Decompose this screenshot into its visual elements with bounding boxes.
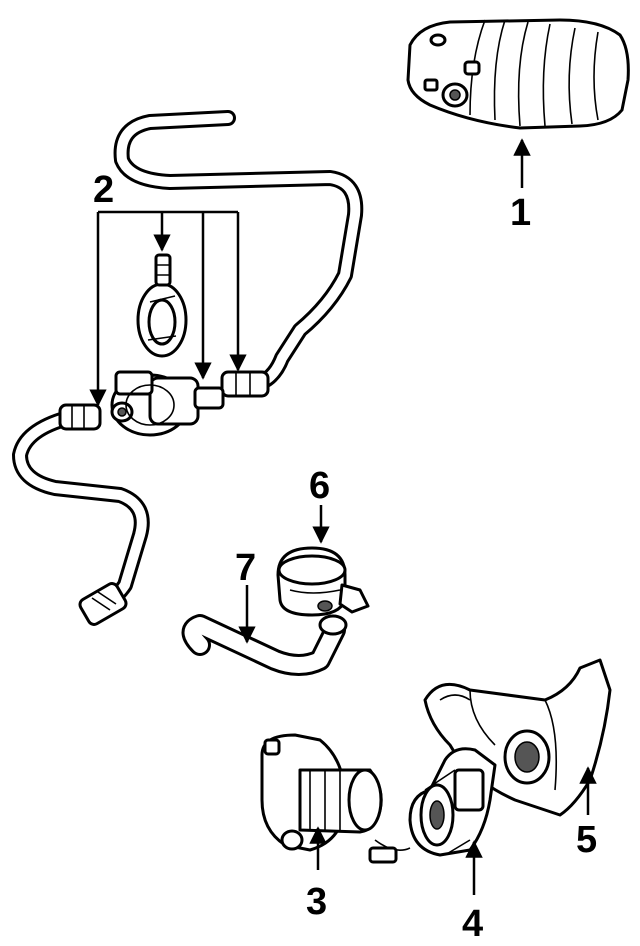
check-valve[interactable] (276, 546, 370, 617)
pump-bracket[interactable] (408, 747, 497, 857)
air-cleaner-housing[interactable] (406, 18, 630, 130)
callout-1-label: 1 (510, 192, 531, 234)
air-hose[interactable] (181, 614, 348, 676)
callout-3-label: 3 (306, 881, 327, 923)
callout-4-label: 4 (462, 903, 483, 945)
callout-2-label: 2 (93, 169, 114, 211)
vacuum-valve[interactable] (110, 370, 225, 437)
callout-7-label: 7 (235, 547, 256, 589)
vacuum-hose-lower[interactable] (12, 410, 150, 627)
callout-5-label: 5 (576, 819, 597, 861)
air-pump[interactable] (260, 733, 411, 864)
callout-2-leaders (89, 210, 247, 407)
valve-clamp[interactable] (136, 253, 188, 358)
callout-6-label: 6 (309, 465, 330, 507)
heat-shield[interactable] (423, 658, 612, 817)
hose-connectors[interactable] (58, 370, 270, 431)
vacuum-hose-upper[interactable] (113, 110, 364, 390)
